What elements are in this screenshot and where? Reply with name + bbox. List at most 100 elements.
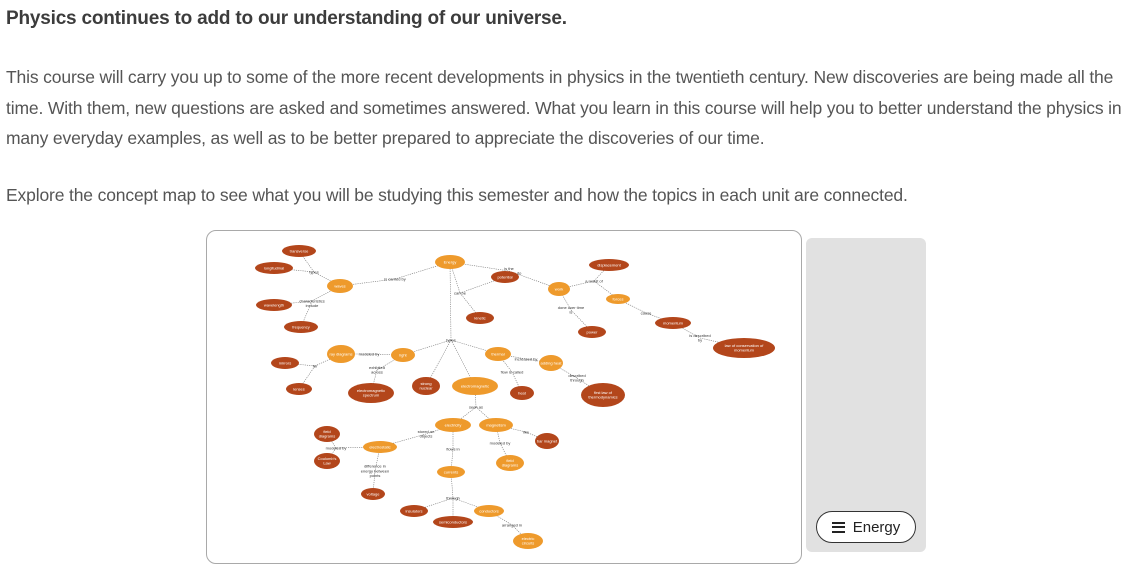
concept-node-power[interactable]: power <box>578 326 606 338</box>
link-label-types-waves: types <box>309 269 319 274</box>
concept-node-label: semiconductors <box>439 519 467 524</box>
concept-node-label: potential <box>497 274 512 279</box>
concept-node-label: ray diagrams <box>329 351 352 356</box>
concept-node-electromagnetic[interactable]: electromagnetic <box>452 377 498 395</box>
concept-node-label: power <box>587 329 599 334</box>
concept-node-shape <box>271 357 299 369</box>
concept-link-line <box>449 261 452 341</box>
concept-node-insulators[interactable]: insulators <box>400 505 428 517</box>
concept-node-lenses[interactable]: lenses <box>286 383 312 395</box>
concept-link-line <box>450 448 454 473</box>
concept-node-label: electricity <box>445 422 462 427</box>
concept-node-electricity[interactable]: electricity <box>435 418 471 432</box>
concept-link-line <box>394 261 451 280</box>
concept-node-label: wavelength <box>264 302 284 307</box>
concept-node-shape <box>452 377 498 395</box>
concept-node-frequency[interactable]: frequency <box>284 321 318 333</box>
link-label-modeled-by-3: modeled by <box>490 440 511 445</box>
concept-node-shape <box>466 312 494 324</box>
link-label-seen-as: seen as <box>469 404 483 409</box>
concept-node-work[interactable]: work <box>548 282 570 296</box>
concept-node-label: bar magnet <box>537 438 558 443</box>
concept-node-light[interactable]: light <box>391 348 415 362</box>
link-label-flows-in: flows in <box>446 446 459 451</box>
concept-link-line <box>558 288 572 311</box>
concept-node-shape <box>435 418 471 432</box>
concept-node-shape <box>510 386 534 400</box>
concept-node-shape <box>548 282 570 296</box>
concept-node-shape <box>286 383 312 395</box>
concept-node-transverse[interactable]: transverse <box>282 245 316 257</box>
topic-menu-button[interactable]: Energy <box>816 511 916 543</box>
link-label-for: for <box>313 363 318 368</box>
concept-node-shape <box>491 271 519 283</box>
concept-node-semiconductors[interactable]: semiconductors <box>433 516 473 528</box>
link-label-modeled-by-2: modeled by <box>326 445 347 450</box>
concept-link-line <box>450 339 499 355</box>
concept-node-label: longitudinal <box>264 265 284 270</box>
concept-node-shape <box>578 326 606 338</box>
concept-node-energy[interactable]: Energy <box>435 255 465 269</box>
concept-node-wavelength[interactable]: wavelength <box>256 299 292 311</box>
concept-node-voltage[interactable]: voltage <box>361 488 385 500</box>
concept-node-potential[interactable]: potential <box>491 271 519 283</box>
concept-node-shape <box>327 279 353 293</box>
concept-node-shape <box>284 321 318 333</box>
concept-node-momentum[interactable]: momentum <box>655 317 691 329</box>
concept-map-links <box>273 250 745 542</box>
concept-node-thermal[interactable]: thermal <box>485 347 511 361</box>
concept-link-line <box>314 353 342 367</box>
concept-node-shape <box>314 453 340 469</box>
concept-node-shape <box>539 355 563 371</box>
concept-node-displacement[interactable]: displacement <box>589 259 629 271</box>
concept-node-heat[interactable]: heat <box>510 386 534 400</box>
concept-node-currents[interactable]: currents <box>437 466 465 478</box>
concept-node-forces[interactable]: forces <box>606 294 630 304</box>
concept-node-label: thermal <box>491 351 504 356</box>
concept-node-waves[interactable]: waves <box>327 279 353 293</box>
concept-node-shape <box>314 426 340 442</box>
concept-node-kinetic[interactable]: kinetic <box>466 312 494 324</box>
link-label-like: like <box>523 429 530 434</box>
concept-node-conductors[interactable]: conductors <box>474 505 504 517</box>
concept-node-shape <box>327 345 355 363</box>
concept-node-magnetism[interactable]: magnetism <box>479 418 513 432</box>
concept-node-adding-heat[interactable]: adding heat <box>539 355 563 371</box>
concept-link-line <box>511 371 523 394</box>
concept-link-line <box>326 447 337 462</box>
concept-node-label: adding heat <box>541 360 563 365</box>
concept-node-bar-magnet[interactable]: bar magnet <box>535 433 559 449</box>
concept-node-longitudinal[interactable]: longitudinal <box>255 262 293 274</box>
concept-node-mirrors[interactable]: mirrors <box>271 357 299 369</box>
concept-node-label: conductors <box>479 508 499 513</box>
concept-link-line <box>525 431 548 442</box>
concept-node-electrostatic[interactable]: electrostatic <box>363 441 397 453</box>
concept-node-shape <box>255 262 293 274</box>
concept-node-label: lenses <box>293 386 305 391</box>
concept-node-label: waves <box>334 283 345 288</box>
concept-node-label: Energy <box>444 259 457 264</box>
concept-node-ray-diagrams[interactable]: ray diagrams <box>327 345 355 363</box>
link-label-carried-by: is carried by <box>384 276 406 281</box>
concept-node-shape <box>479 418 513 432</box>
concept-link-line <box>372 470 376 495</box>
